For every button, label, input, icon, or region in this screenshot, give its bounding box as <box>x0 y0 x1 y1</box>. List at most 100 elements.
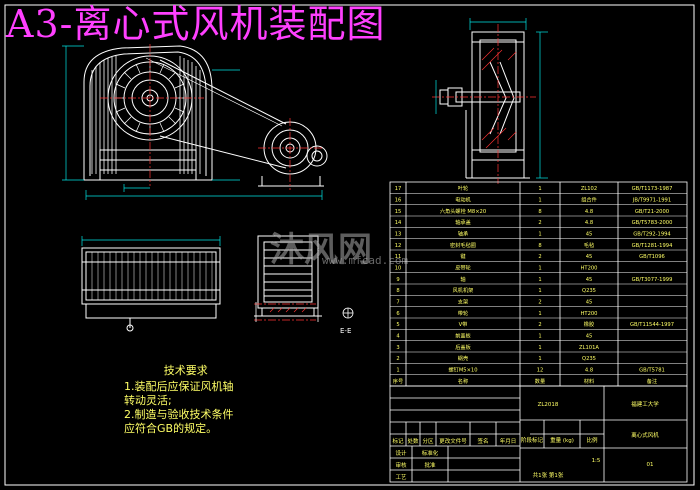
watermark-url: www.mfcad.com <box>322 254 409 267</box>
notes-line-2: 转动灵活; <box>124 394 172 407</box>
section-cut-line <box>254 303 316 321</box>
bom-cell: GB/T292-1994 <box>633 231 671 237</box>
bom-cell: 1 <box>538 186 541 192</box>
bom-cell: 45 <box>586 299 593 305</box>
bom-cell: 1 <box>538 277 541 283</box>
bom-cell: JB/T9971-1991 <box>632 197 671 203</box>
scale-label: 比例 <box>586 436 598 444</box>
technical-notes: 技术要求 1.装配后应保证风机轴 转动灵活; 2.制造与验收技术条件 应符合GB… <box>124 364 234 436</box>
bom-cell: 8 <box>538 209 541 215</box>
bom-cell: 轴 <box>460 275 465 283</box>
drawing-number: ZL2018 <box>538 402 559 408</box>
bom-cell: 5 <box>396 322 399 328</box>
bom-cell: 密封毛毡圈 <box>450 241 476 249</box>
motor-view <box>254 235 322 317</box>
bom-cell: 皮带轮 <box>455 263 471 271</box>
tb-row-label-3: 更改文件号 <box>439 437 467 445</box>
bom-header-cell: 名称 <box>458 377 468 385</box>
bom-cell: HT200 <box>581 311 598 317</box>
bom-cell: 8 <box>396 288 399 294</box>
bom-cell: 9 <box>396 277 399 283</box>
design-label: 设计 <box>395 449 407 457</box>
bom-cell: 4.8 <box>585 220 593 226</box>
bom-cell: GB/T1096 <box>639 254 665 260</box>
notes-line-1: 1.装配后应保证风机轴 <box>124 380 234 393</box>
bom-cell: 毛毡 <box>584 241 594 249</box>
bom-cell: 2 <box>538 299 541 305</box>
title-block-frame <box>389 385 688 483</box>
school-name: 福建工大学 <box>631 400 659 408</box>
fan-top-view <box>81 247 221 332</box>
bom-cell: 7 <box>396 299 399 305</box>
notes-line-4: 应符合GB的规定。 <box>124 422 218 435</box>
bom-cell: 1 <box>538 265 541 271</box>
bom-cell: 后盖板 <box>455 343 471 351</box>
bom-cell: GB/T1173-1987 <box>632 186 673 192</box>
tb-row-label-2: 分区 <box>422 437 434 445</box>
motor-hatching <box>269 307 307 313</box>
bom-cell: 6 <box>396 311 399 317</box>
bom-cell: 1 <box>538 311 541 317</box>
process-label: 工艺 <box>395 474 407 481</box>
bom-header-cell: 备注 <box>647 377 657 385</box>
title-block-text: ZL2018 福建工大学 离心式风机 阶段标记 重量 (kg) 比例 1:5 0… <box>392 400 659 481</box>
bom-cell: 4.8 <box>585 209 593 215</box>
bom-cell: 45 <box>586 231 593 237</box>
section-e-markers <box>255 302 354 322</box>
sheet-info: 共1张 第1张 <box>533 471 564 479</box>
bom-cell: 8 <box>538 243 541 249</box>
bom-cell: ZL102 <box>581 186 597 192</box>
fan-side-view <box>439 31 530 179</box>
front-centerlines <box>100 44 322 190</box>
watermark-logo: 沐风网 <box>270 230 372 270</box>
sheet-number: 01 <box>647 462 654 468</box>
top-dimensions <box>81 236 221 246</box>
bom-cell: GB/T11544-1997 <box>630 322 674 328</box>
bom-cell: 1 <box>538 356 541 362</box>
bom-cell: 4 <box>396 333 400 339</box>
tb-row-label-5: 年月日 <box>500 437 517 445</box>
bom-cell: 16 <box>395 197 402 203</box>
bom-header-cell: 序号 <box>393 377 403 385</box>
bom-cell: Q235 <box>582 288 596 294</box>
bom-cell: 45 <box>586 333 593 339</box>
tb-row-label-1: 处数 <box>407 437 419 445</box>
bom-cell: 17 <box>395 186 402 192</box>
bom-cell: Q235 <box>582 356 596 362</box>
bom-cell: 六角头螺栓 M8×20 <box>440 207 486 215</box>
bom-cell: 叶轮 <box>458 184 468 192</box>
bom-cell: 轴承盖 <box>455 218 471 226</box>
bom-header-cell: 材料 <box>584 377 594 385</box>
bom-cell: 蜗壳 <box>458 354 468 362</box>
part-name: 离心式风机 <box>631 431 659 439</box>
top-view-fins <box>91 252 213 300</box>
bom-cell: HT200 <box>581 265 598 271</box>
bom-cell: 3 <box>396 345 399 351</box>
tb-row-label-4: 签名 <box>477 437 488 445</box>
bom-cell: 带轮 <box>458 309 468 317</box>
bom-cell: 4.8 <box>585 367 593 373</box>
tb-row-label-0: 标记 <box>392 437 404 445</box>
bom-cell: 2 <box>538 220 541 226</box>
bom-header-cell: 数量 <box>535 377 545 385</box>
bom-cell: 前盖板 <box>455 331 471 339</box>
bom-row-lines <box>390 193 687 375</box>
section-label: E-E <box>340 327 351 335</box>
bom-cell: ZL101A <box>579 345 599 351</box>
bom-cell: GB/T5783-2000 <box>632 220 673 226</box>
side-dimensions <box>435 18 548 179</box>
bom-cell: GB/T21-2000 <box>635 209 669 215</box>
designer: 标准化 <box>422 449 439 457</box>
mark-label: 阶段标记 <box>521 436 544 444</box>
bom-cell: 13 <box>395 231 402 237</box>
scale-value: 1:5 <box>592 458 601 464</box>
bom-cell: 1 <box>538 333 541 339</box>
side-centerlines <box>432 24 536 184</box>
bom-cell: 12 <box>395 243 402 249</box>
bom-cell: 橡胶 <box>584 320 594 328</box>
front-dimensions <box>62 45 323 200</box>
side-hatching <box>481 47 517 149</box>
drawing-frame <box>4 4 695 486</box>
